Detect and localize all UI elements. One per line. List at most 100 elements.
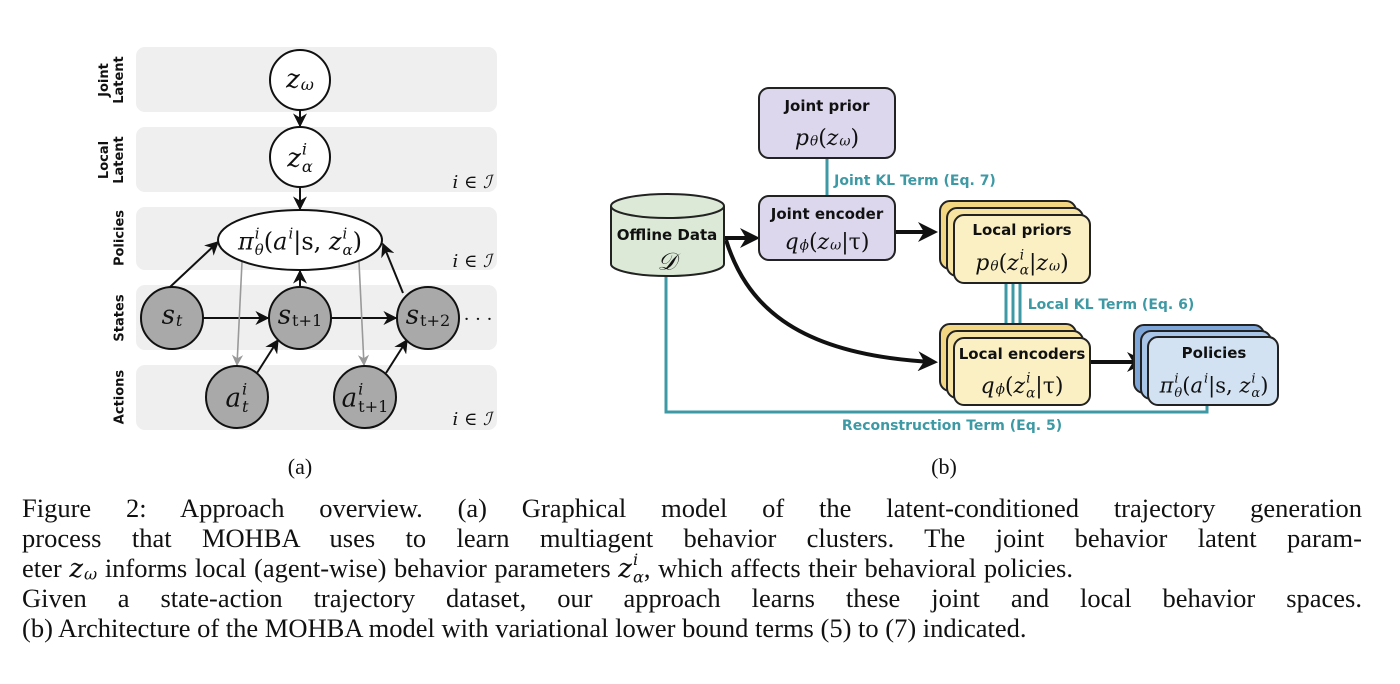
offline-data-cylinder [610,193,725,277]
reconstruction-line [664,275,1209,414]
symbol-base: z [1239,373,1251,398]
text-run: ) [352,227,362,256]
symbol-base: s [277,300,292,331]
arrow-data-to-local-encoders [724,239,938,372]
superscript: i [632,549,639,569]
superscript: i [358,379,364,399]
symbol-base: π [238,227,254,256]
superscript [301,59,314,75]
subscript: α [1026,385,1036,402]
subscript: t+1 [358,397,389,417]
superscript: i [254,224,260,243]
caption-line-5: (b) Architecture of the MOHBA model with… [22,613,1027,643]
symbol-scripts: θ [810,131,818,148]
text-run: ( [1004,373,1014,399]
superscript [84,549,97,565]
symbol-scripts: ω [301,71,314,92]
node-z-alpha [269,126,331,188]
superscript: i [1251,371,1256,387]
superscript [420,295,450,311]
edge-at-st1 [256,338,279,374]
text-run: |τ) [1035,373,1064,399]
subscript: ω [1048,258,1061,275]
superscript: i [1019,247,1025,264]
caption-line-4: Given a state-action trajectory dataset,… [22,583,1362,613]
symbol-base: a [341,383,358,414]
subscript: θ [809,133,819,150]
symbol-scripts: t [176,307,182,328]
subscript: θ [254,240,264,259]
superscript [1049,246,1060,260]
text-run: 𝒟 [657,247,677,276]
superscript: i [301,139,308,159]
subscript: θ [1174,385,1183,401]
graph-nodes [140,49,460,429]
node-z-omega [269,49,331,111]
plate-label-policies: i ∈ ℐ [452,251,492,273]
symbol-scripts: i [1204,373,1208,395]
policies-box [1147,336,1279,406]
subscript: ω [84,564,98,584]
offline-data-title: Offline Data [616,226,718,244]
superscript [810,121,818,135]
text-run: informs local (agent-wise) behavior para… [97,553,619,583]
joint-prior-title: Joint prior [784,97,870,115]
text-run: ) [1060,250,1069,276]
symbol-base: s [405,300,420,331]
symbol-scripts: i [288,226,293,253]
subscript: α [301,157,313,177]
superscript [839,121,850,135]
symbol-scripts: ω [839,131,850,148]
graph-edges [169,110,408,374]
superscript [996,369,1005,383]
superscript: i [1203,371,1209,387]
text-run: eter [22,553,70,583]
symbol-base: z [69,554,84,584]
superscript: i [342,224,348,243]
symbol-scripts: ϕ [800,235,809,252]
subscript: ω [839,133,851,150]
local-priors-box [953,214,1091,284]
subscript [288,243,293,258]
symbol-scripts: t+1 [292,307,322,328]
text-run: ( [998,250,1008,276]
symbol-base: p [794,125,809,151]
plate-label-actions: i ∈ ℐ [452,409,492,431]
caption-line-1: Figure 2: Approach overview. (a) Graphic… [22,493,1362,523]
symbol-base: s [161,300,175,331]
policy-to-action-edges [231,261,370,367]
row-label-local-latent: Local Latent [97,136,127,184]
superscript: i [242,379,248,399]
subscript [1204,387,1208,400]
text-run: ( [818,125,827,151]
text-run: |s, [293,227,329,256]
text-run: ) [850,125,860,151]
text-run: , which affects their behavioral policie… [643,553,1073,583]
symbol-base: z [1013,373,1026,399]
